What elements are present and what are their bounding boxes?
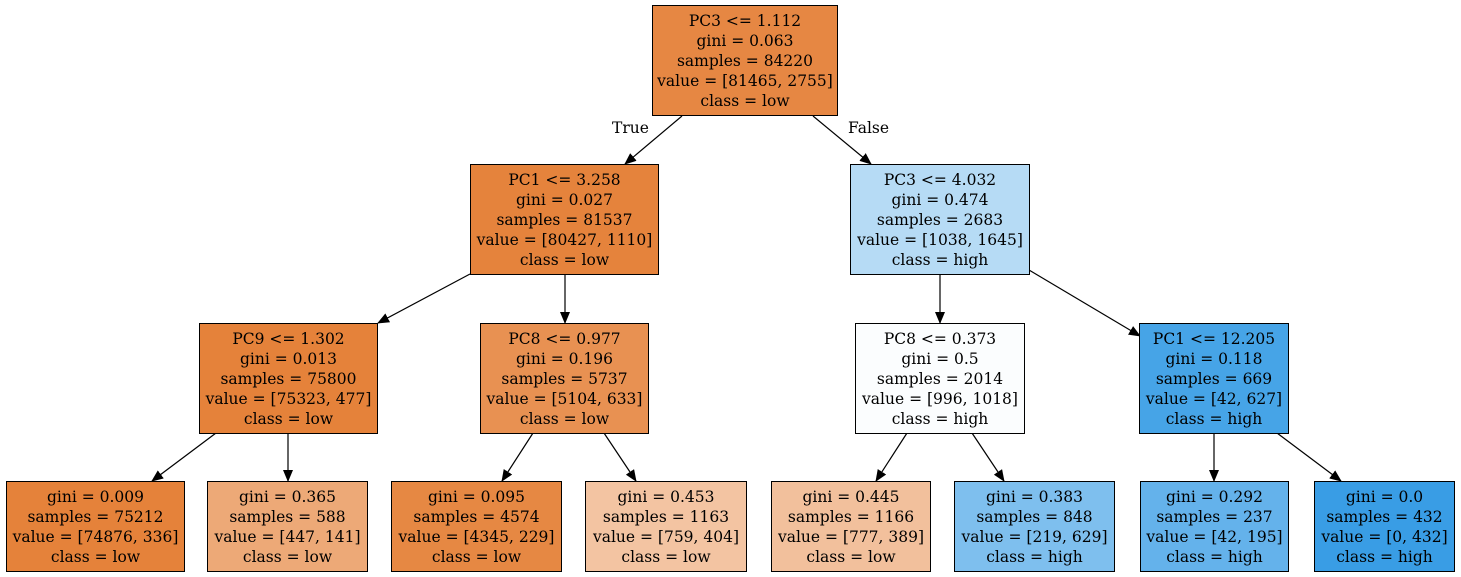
node-text-line: value = [447, 141] xyxy=(214,527,361,546)
node-text-line: value = [777, 389] xyxy=(777,527,925,546)
node-text-line: gini = 0.196 xyxy=(515,349,614,368)
node-text-line: value = [75323, 477] xyxy=(205,389,372,408)
node-text-line: gini = 0.292 xyxy=(1165,487,1264,506)
node-text-line: value = [74876, 336] xyxy=(12,527,179,546)
node-text-line: PC1 <= 3.258 xyxy=(508,170,621,189)
node-text-line: PC1 <= 12.205 xyxy=(1152,329,1276,348)
node-text-line: PC8 <= 0.977 xyxy=(508,329,621,348)
edge-n1-n2 xyxy=(377,273,471,324)
node-text-line: gini = 0.027 xyxy=(515,190,614,209)
node-text-line: value = [42, 195] xyxy=(1146,527,1283,546)
node-text-line: class = low xyxy=(50,547,141,566)
node-text-line: samples = 5737 xyxy=(501,369,628,388)
node-text-line: gini = 0.365 xyxy=(238,487,337,506)
edge-n9-n11 xyxy=(971,432,1005,482)
node-text-line: samples = 84220 xyxy=(676,51,814,70)
node-text-line: gini = 0.383 xyxy=(985,487,1084,506)
node-text-line: class = high xyxy=(986,547,1083,566)
node-text-line: samples = 2014 xyxy=(876,369,1004,388)
node-text-line: samples = 1163 xyxy=(602,507,730,526)
node-text-line: value = [759, 404] xyxy=(592,527,740,546)
node-text-line: PC3 <= 4.032 xyxy=(883,170,997,189)
node-text-line: class = low xyxy=(806,547,896,566)
node-text-line: gini = 0.009 xyxy=(46,487,145,506)
node-text-line: samples = 669 xyxy=(1155,369,1273,388)
node-text-line: class = low xyxy=(621,547,711,566)
node-text-line: value = [4345, 229] xyxy=(398,527,555,546)
edge-n0-n8 xyxy=(812,115,872,165)
node-text-line: class = high xyxy=(1165,409,1263,428)
node-text-line: value = [1038, 1645] xyxy=(857,230,1023,249)
edge-n5-n6 xyxy=(501,432,534,482)
node-text-line: samples = 75212 xyxy=(27,507,164,526)
node-text-line: gini = 0.474 xyxy=(891,190,989,209)
node-text-line: class = low xyxy=(519,250,610,269)
node-text-line: samples = 237 xyxy=(1156,507,1273,526)
node-text-line: samples = 432 xyxy=(1326,507,1443,526)
node-text-line: class = low xyxy=(242,547,333,566)
node-text-line: class = high xyxy=(1166,547,1263,566)
edge-n12-n14 xyxy=(1276,432,1342,482)
node-text-line: class = low xyxy=(700,91,790,110)
node-text-line: gini = 0.063 xyxy=(696,31,794,50)
edge-n5-n7 xyxy=(603,432,637,482)
node-text-line: PC8 <= 0.373 xyxy=(883,329,997,348)
node-text-line: PC9 <= 1.302 xyxy=(232,329,345,348)
edge-n8-n12 xyxy=(1028,269,1141,337)
node-text-line: samples = 1166 xyxy=(787,507,915,526)
node-text-line: value = [42, 627] xyxy=(1145,389,1283,408)
node-text-line: gini = 0.5 xyxy=(901,349,979,368)
node-text-line: value = [996, 1018] xyxy=(862,389,1018,408)
node-text-line: class = high xyxy=(891,250,989,269)
node-text-line: gini = 0.0 xyxy=(1345,487,1424,506)
node-text-line: gini = 0.445 xyxy=(802,487,900,506)
node-text-line: value = [81465, 2755] xyxy=(657,71,833,90)
node-text-line: value = [80427, 1110] xyxy=(476,230,653,249)
node-text-line: gini = 0.453 xyxy=(617,487,715,506)
node-text-line: samples = 588 xyxy=(229,507,346,526)
edge-n0-n1 xyxy=(624,115,683,165)
node-text-line: value = [219, 629] xyxy=(961,527,1108,546)
node-text-line: class = high xyxy=(891,409,989,428)
node-text-line: gini = 0.013 xyxy=(239,349,338,368)
node-text-line: samples = 75800 xyxy=(220,369,357,388)
node-text-line: samples = 81537 xyxy=(496,210,633,229)
node-text-line: samples = 4574 xyxy=(413,507,540,526)
false-edge-label: False xyxy=(848,119,890,137)
node-text-line: samples = 2683 xyxy=(876,210,1004,229)
node-text-line: PC3 <= 1.112 xyxy=(688,11,802,30)
node-text-line: class = low xyxy=(243,409,334,428)
node-text-line: gini = 0.095 xyxy=(427,487,526,506)
edge-n2-n3 xyxy=(151,432,217,482)
node-text-line: gini = 0.118 xyxy=(1165,349,1263,368)
edge-n9-n10 xyxy=(875,432,908,482)
node-text-line: class = high xyxy=(1336,547,1433,566)
node-text-line: class = low xyxy=(519,409,610,428)
true-edge-label: True xyxy=(612,119,649,137)
node-text-line: value = [0, 432] xyxy=(1321,527,1448,546)
node-text-line: class = low xyxy=(431,547,522,566)
node-text-line: value = [5104, 633] xyxy=(486,389,643,408)
node-text-line: samples = 848 xyxy=(976,507,1093,526)
